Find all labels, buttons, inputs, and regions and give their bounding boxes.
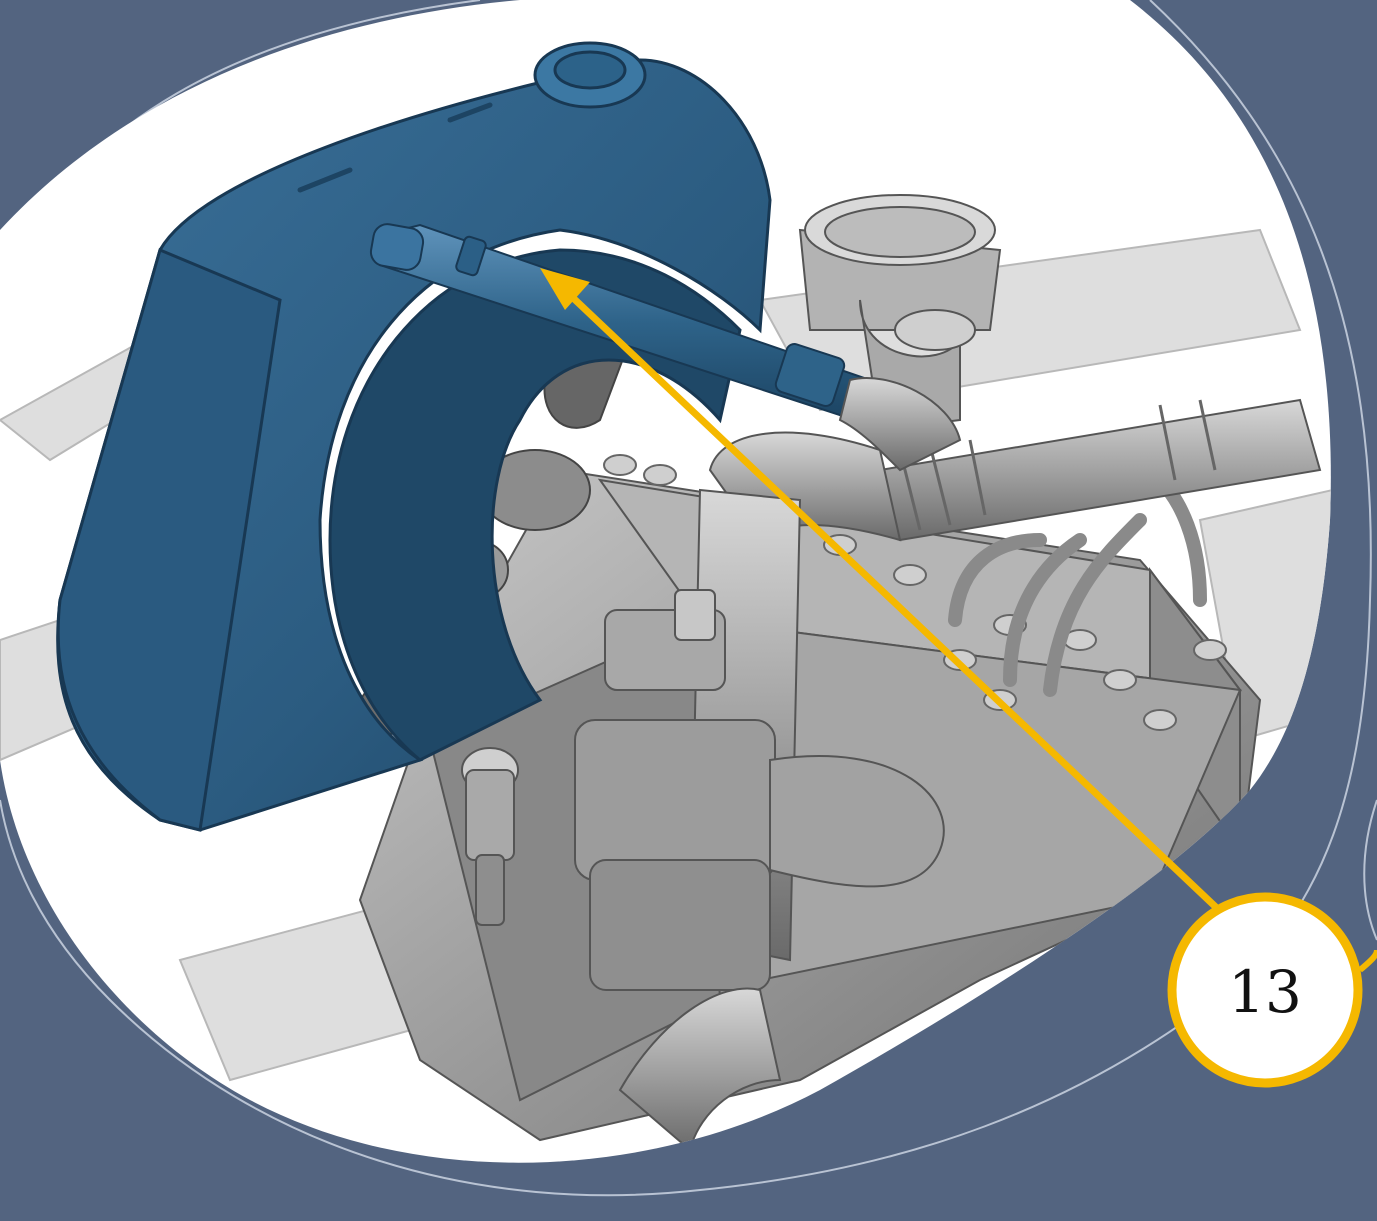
callout-circle xyxy=(1167,892,1363,1088)
head-bolts xyxy=(603,454,1227,731)
hose-elbow xyxy=(838,377,962,472)
highlighted-hose[interactable] xyxy=(369,222,872,422)
fan-shroud xyxy=(56,41,772,832)
callout-tail-line xyxy=(1358,949,1377,973)
glow-plug-sensor xyxy=(461,747,519,926)
callout-arrow xyxy=(540,268,1244,934)
vertical-pipe-assembly xyxy=(574,488,945,991)
lower-elbow-pipe xyxy=(618,987,782,1152)
callout-label: 13 xyxy=(1228,958,1302,1026)
callout-bubble[interactable]: 13 xyxy=(1167,892,1377,1088)
